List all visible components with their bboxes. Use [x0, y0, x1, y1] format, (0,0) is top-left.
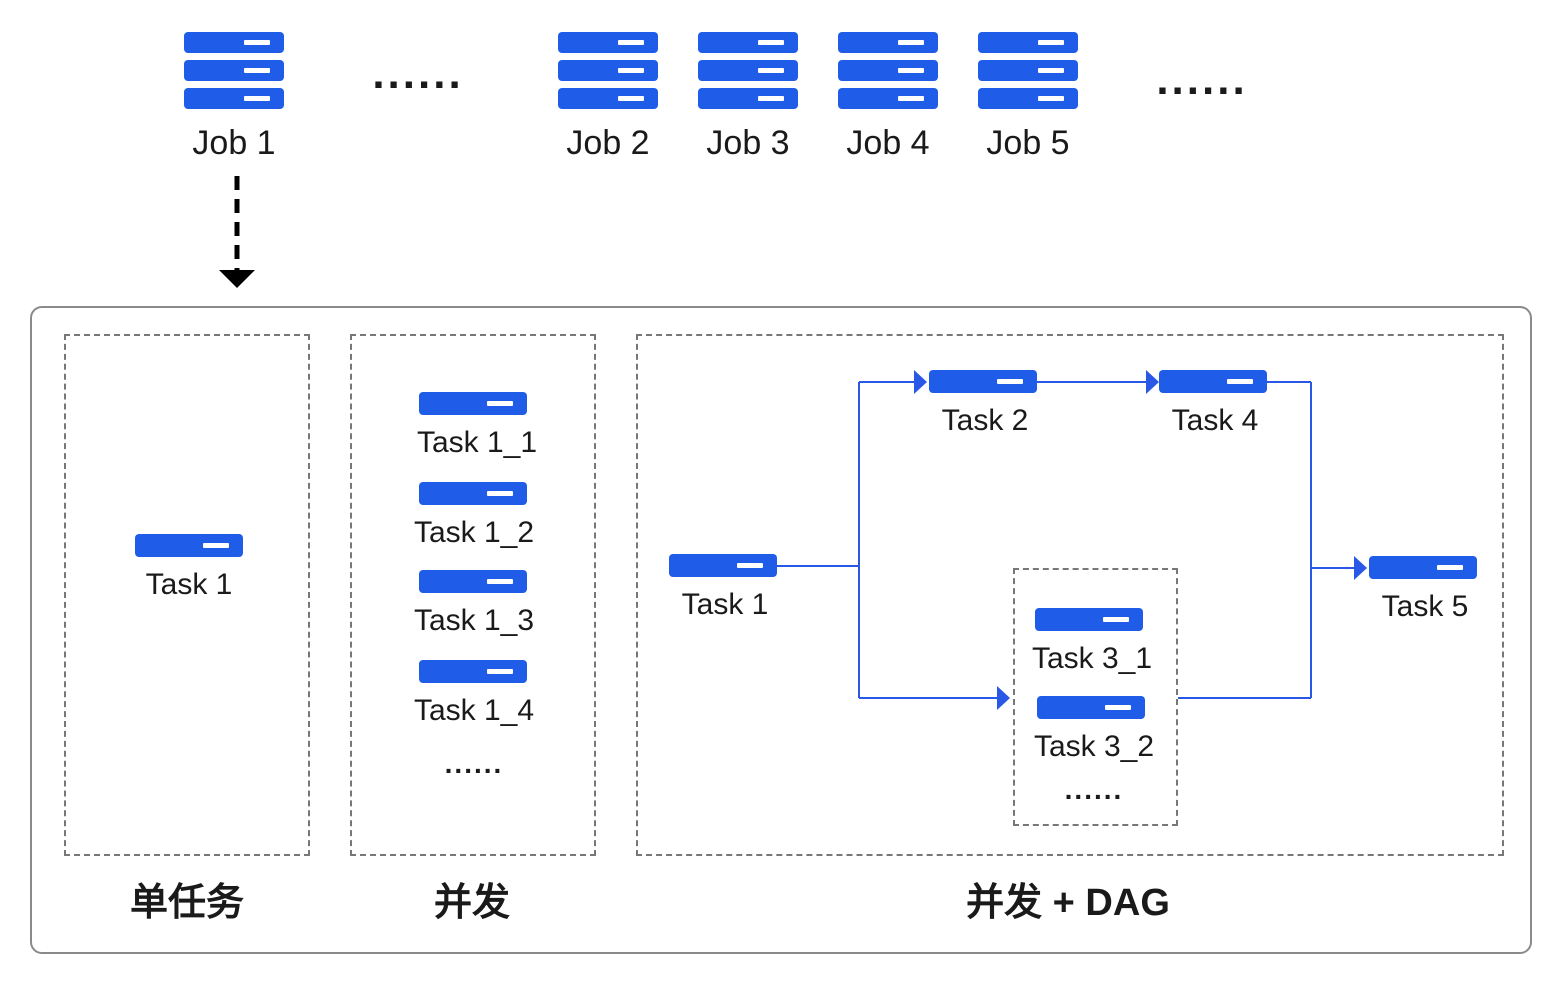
- arrow-right-icon: [1354, 556, 1367, 580]
- job-label: Job 3: [706, 124, 790, 162]
- task-label: Task 2: [941, 404, 1029, 437]
- task-label: Task 1: [145, 568, 233, 601]
- job-label: Job 1: [192, 124, 276, 162]
- task-label: Task 1: [681, 588, 769, 621]
- server-icon: [1037, 696, 1145, 719]
- single-task-box: [64, 334, 310, 856]
- task-label: Task 3_1: [1031, 642, 1153, 675]
- task-label: Task 1_2: [413, 516, 535, 549]
- section-title-single: 单任务: [129, 882, 245, 924]
- arrow-right-icon: [1146, 370, 1159, 394]
- arrow-right-icon: [914, 370, 927, 394]
- task-label: Task 5: [1381, 590, 1469, 623]
- server-icon: [1369, 556, 1477, 579]
- server-stack-icon: [558, 32, 658, 110]
- task3-group-box: [1013, 568, 1178, 826]
- task3-ellipsis: ......: [1064, 774, 1124, 805]
- server-stack-icon: [978, 32, 1078, 110]
- dag-box: [636, 334, 1504, 856]
- server-icon: [419, 660, 527, 683]
- server-stack-icon: [184, 32, 284, 110]
- execution-panel: [30, 306, 1532, 954]
- parallel-ellipsis: ......: [444, 748, 504, 779]
- server-icon: [419, 392, 527, 415]
- job-ellipsis: ......: [1156, 55, 1248, 104]
- section-title-dag: 并发 + DAG: [966, 882, 1170, 924]
- arrow-right-icon: [997, 686, 1010, 710]
- server-icon: [1159, 370, 1267, 393]
- job-ellipsis: ......: [372, 49, 464, 98]
- parallel-box: [350, 334, 596, 856]
- server-icon: [1035, 608, 1143, 631]
- task-label: Task 1_1: [416, 426, 538, 459]
- server-stack-icon: [698, 32, 798, 110]
- job-label: Job 4: [846, 124, 930, 162]
- job-label: Job 2: [566, 124, 650, 162]
- task-label: Task 4: [1171, 404, 1259, 437]
- server-icon: [419, 570, 527, 593]
- job-label: Job 5: [986, 124, 1070, 162]
- server-icon: [929, 370, 1037, 393]
- server-stack-icon: [838, 32, 938, 110]
- task-label: Task 1_4: [413, 694, 535, 727]
- task-label: Task 3_2: [1033, 730, 1155, 763]
- server-icon: [135, 534, 243, 557]
- task-label: Task 1_3: [413, 604, 535, 637]
- server-icon: [419, 482, 527, 505]
- section-title-parallel: 并发: [433, 882, 511, 924]
- server-icon: [669, 554, 777, 577]
